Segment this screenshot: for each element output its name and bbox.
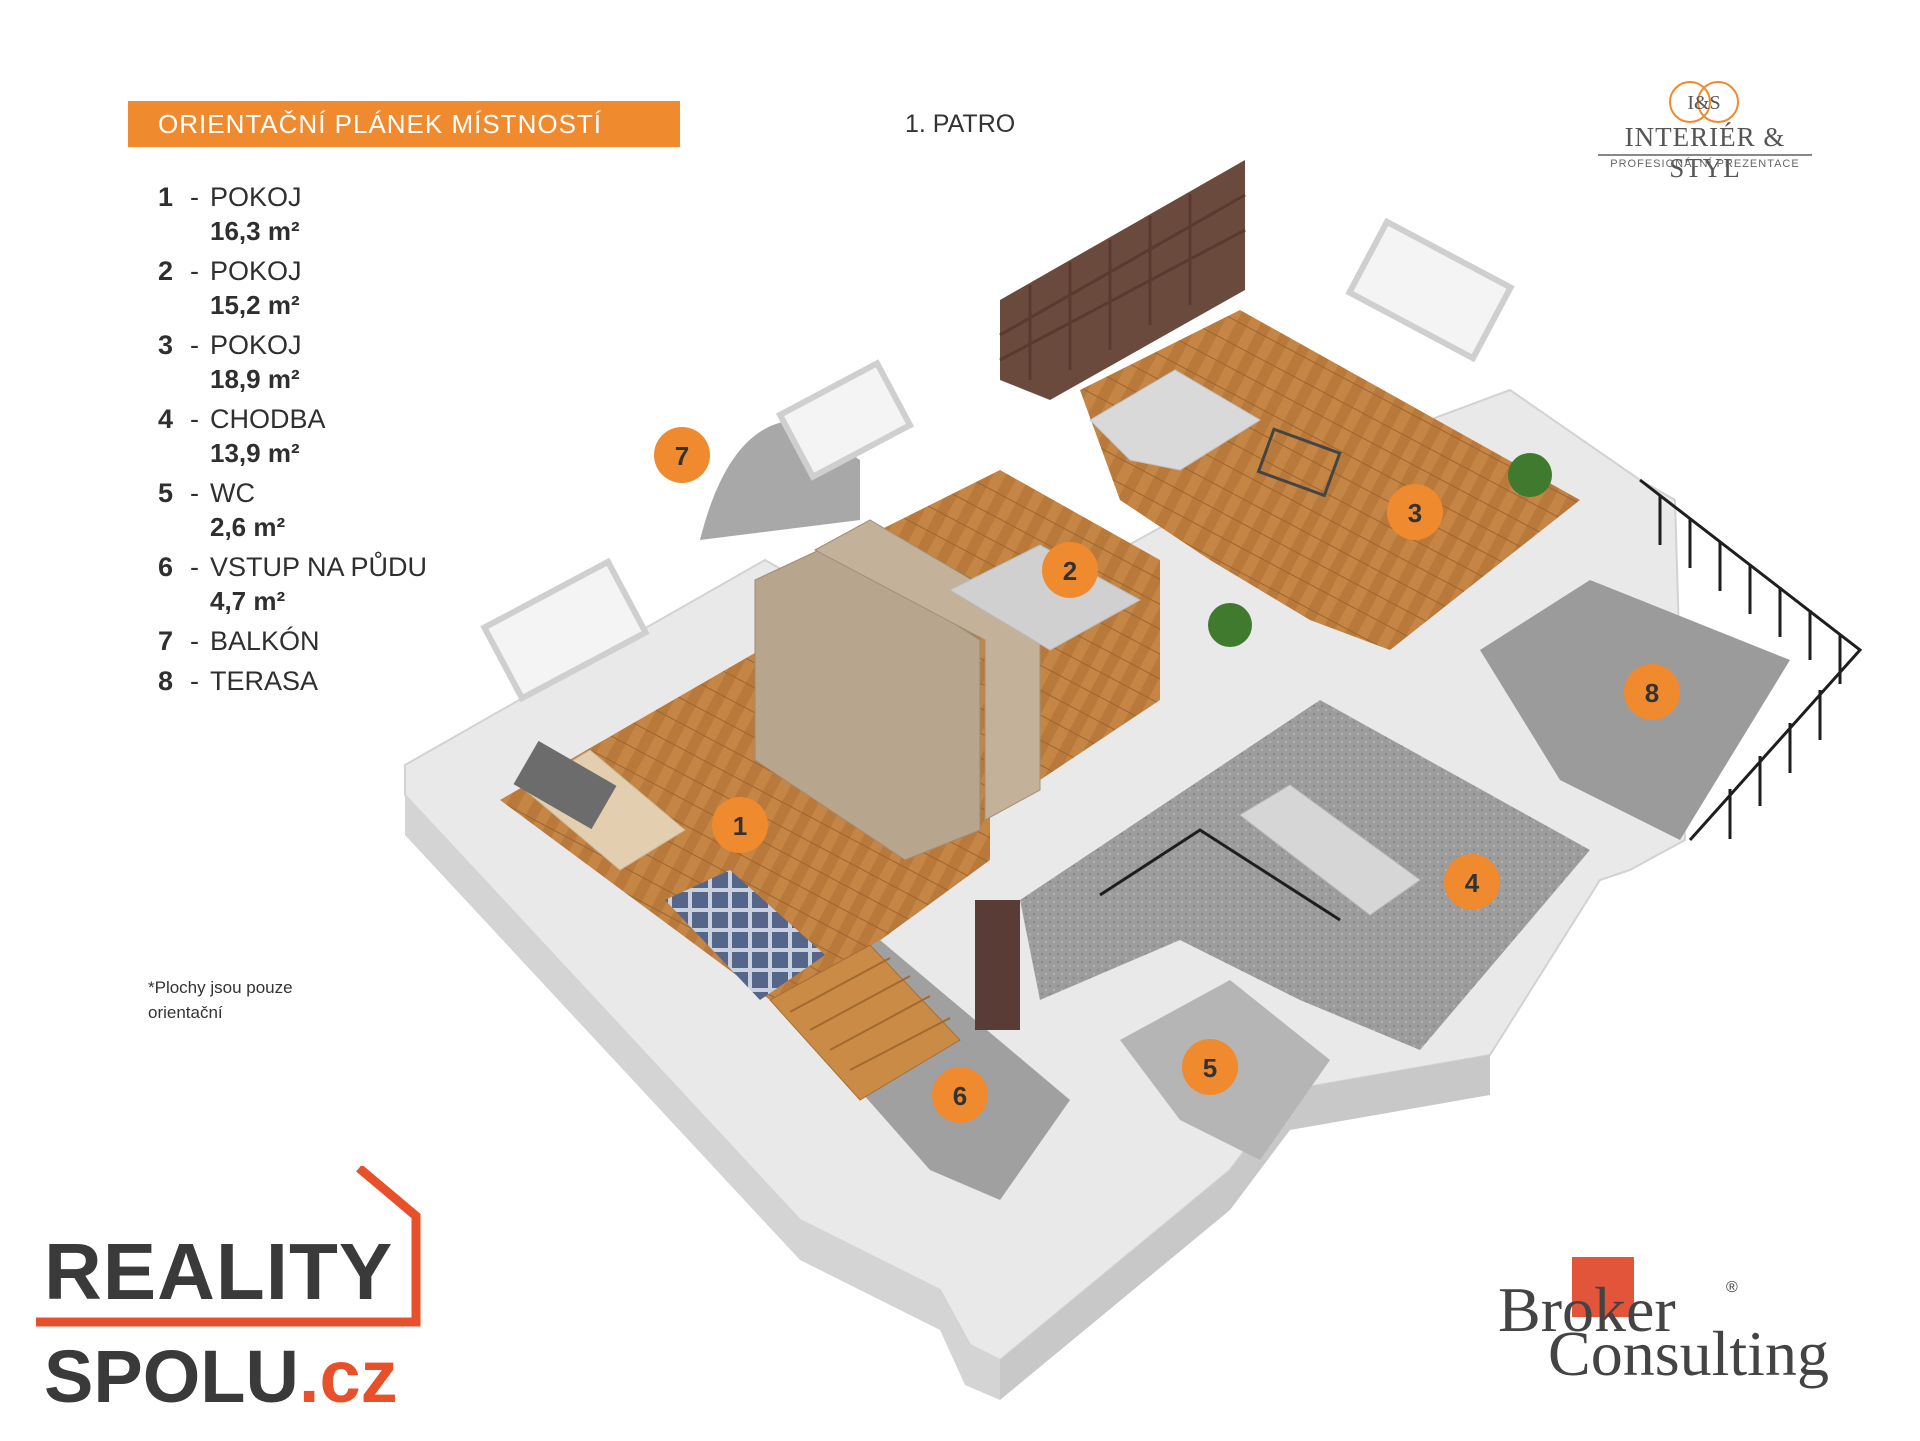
legend-room-name: BALKÓN: [210, 626, 320, 656]
plan-title: ORIENTAČNÍ PLÁNEK MÍSTNOSTÍ: [158, 108, 603, 139]
terrace-railing: [1639, 478, 1863, 842]
legend-room-area: 16,3 m²: [210, 216, 300, 246]
outer-wall-right: [1000, 1055, 1490, 1400]
legend-room-area: 15,2 m²: [210, 290, 300, 320]
room-legend: 1-POKOJ 16,3 m² 2-POKOJ 15,2 m² 3-POKOJ …: [158, 180, 427, 704]
legend-number: 2: [158, 256, 174, 286]
legend-dash: -: [190, 256, 199, 286]
legend-number: 4: [158, 404, 174, 434]
room-marker-3: 3: [1387, 484, 1443, 540]
is-tagline: PROFESIONÁLNÍ PREZENTACE: [1610, 158, 1800, 170]
legend-room-name: WC: [210, 478, 255, 508]
room-marker-2: 2: [1042, 542, 1098, 598]
legend-dash: -: [190, 552, 199, 582]
legend-room-area: 18,9 m²: [210, 364, 300, 394]
room-marker-label: 7: [675, 441, 689, 471]
coffee-table: [1256, 427, 1342, 498]
legend-number: 5: [158, 478, 174, 508]
desk-panel: [513, 740, 617, 830]
legend-dash: -: [190, 182, 199, 212]
legend-item-6: 6-VSTUP NA PŮDU 4,7 m²: [158, 550, 427, 618]
room-4-floor: [1020, 700, 1590, 1050]
plant-room-2: [1208, 603, 1252, 647]
legend-room-name: TERASA: [210, 666, 319, 696]
broker-consulting-logo: Broker ® Consulting: [1488, 1255, 1908, 1405]
room-marker-6: 6: [932, 1067, 988, 1123]
window-room-3: [1345, 217, 1515, 363]
room-marker-4: 4: [1444, 854, 1500, 910]
sofa-room-3: [1089, 369, 1261, 471]
legend-dash: -: [190, 666, 199, 696]
legend-item-8: 8-TERASA: [158, 664, 427, 698]
legend-item-4: 4-CHODBA 13,9 m²: [158, 402, 427, 470]
room-marker-label: 4: [1465, 868, 1480, 898]
door-balcony: [775, 359, 915, 481]
bookcase: [1000, 160, 1245, 400]
legend-item-5: 5-WC 2,6 m²: [158, 476, 427, 544]
outer-wall-front: [405, 795, 1000, 1400]
room-marker-7: 7: [654, 427, 710, 483]
legend-room-name: POKOJ: [210, 256, 302, 286]
reality-line1: REALITY: [44, 1227, 394, 1316]
broker-line2: Consulting: [1548, 1318, 1829, 1389]
legend-room-area: 13,9 m²: [210, 438, 300, 468]
legend-item-2: 2-POKOJ 15,2 m²: [158, 254, 427, 322]
floor-label: 1. PATRO: [905, 110, 1016, 138]
legend-item-3: 3-POKOJ 18,9 m²: [158, 328, 427, 396]
window-room-1: [480, 557, 650, 703]
broker-registered-mark: ®: [1726, 1279, 1738, 1296]
legend-room-area: 2,6 m²: [210, 512, 286, 542]
area-disclaimer: *Plochy jsou pouze orientační: [148, 978, 293, 1022]
room-marker-label: 2: [1063, 556, 1077, 586]
room-marker-label: 3: [1408, 498, 1422, 528]
bed-room-1: [665, 870, 825, 1000]
broker-red-square: [1572, 1257, 1634, 1317]
legend-room-area: 4,7 m²: [210, 586, 286, 616]
sofa-corridor: [1239, 784, 1421, 916]
room-marker-8: 8: [1624, 664, 1680, 720]
legend-room-name: VSTUP NA PŮDU: [210, 552, 428, 582]
plan-title-banner: ORIENTAČNÍ PLÁNEK MÍSTNOSTÍ: [128, 101, 680, 147]
is-divider: [1598, 154, 1812, 156]
legend-number: 1: [158, 182, 174, 212]
is-brand-name: INTERIÉR & STYL: [1624, 122, 1786, 183]
reality-word: SPOLU: [44, 1335, 299, 1418]
legend-dash: -: [190, 330, 199, 360]
legend-number: 3: [158, 330, 174, 360]
legend-item-1: 1-POKOJ 16,3 m²: [158, 180, 427, 248]
room-marker-label: 1: [733, 811, 747, 841]
room-marker-label: 6: [953, 1081, 967, 1111]
room-marker-label: 8: [1645, 678, 1659, 708]
door-room-6: [975, 900, 1020, 1030]
stair-railing: [1099, 828, 1341, 922]
interier-styl-logo: I&S INTERIÉR & STYL PROFESIONÁLNÍ PREZEN…: [1590, 78, 1820, 183]
legend-dash: -: [190, 626, 199, 656]
stairs: [769, 944, 961, 1101]
room-marker-1: 1: [712, 797, 768, 853]
legend-number: 7: [158, 626, 174, 656]
reality-spolu-logo: REALITY SPOLU.cz: [36, 1166, 431, 1419]
room-marker-label: 5: [1203, 1053, 1217, 1083]
reality-line2: SPOLU.cz: [44, 1334, 398, 1419]
legend-number: 6: [158, 552, 174, 582]
legend-dash: -: [190, 478, 199, 508]
broker-line1: Broker: [1498, 1274, 1676, 1345]
is-monogram-icon: I&S: [1669, 81, 1739, 123]
legend-dash: -: [190, 404, 199, 434]
legend-number: 8: [158, 666, 174, 696]
bed-room-2: [948, 544, 1142, 651]
reality-tld: .cz: [298, 1335, 398, 1418]
legend-room-name: POKOJ: [210, 330, 302, 360]
legend-item-7: 7-BALKÓN: [158, 624, 427, 658]
is-monogram-text: I&S: [1687, 92, 1720, 114]
legend-room-name: CHODBA: [210, 404, 326, 434]
plant-room-3: [1508, 453, 1552, 497]
house-roof-icon: [36, 1166, 421, 1327]
room-marker-5: 5: [1182, 1039, 1238, 1095]
legend-room-name: POKOJ: [210, 182, 302, 212]
